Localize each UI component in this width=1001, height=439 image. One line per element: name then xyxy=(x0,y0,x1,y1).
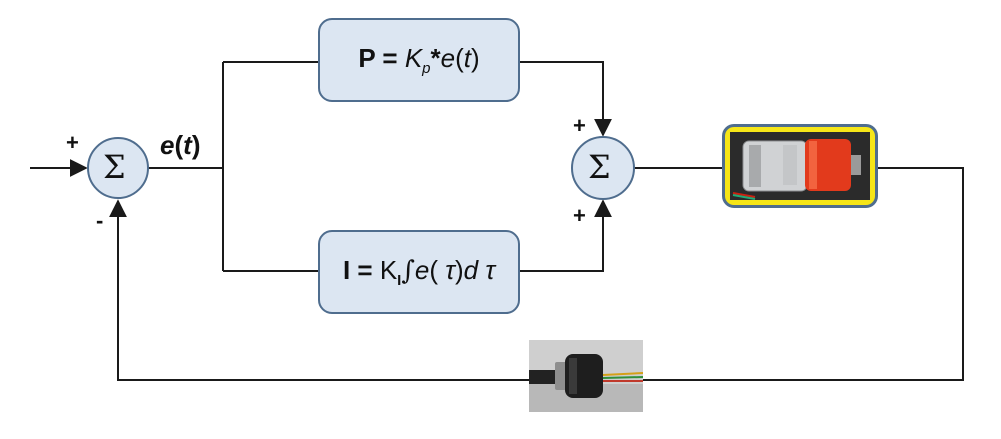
i-formula: I = KI∫e( τ)d τ xyxy=(342,254,496,290)
input-plus-sign: + xyxy=(66,130,79,155)
integral-block: I = KI∫e( τ)d τ xyxy=(318,230,520,314)
input-sum-symbol: Σ xyxy=(103,148,126,186)
output-sum-symbol: Σ xyxy=(588,148,611,186)
output-sum-junction xyxy=(571,136,635,200)
motor-plant-frame xyxy=(722,124,878,208)
dc-motor-image xyxy=(730,132,870,200)
feedback-wire xyxy=(109,199,529,381)
feedback-minus-sign: - xyxy=(96,208,104,233)
i-plus-sign: + xyxy=(573,203,586,228)
p-out-wire xyxy=(520,61,612,137)
input-sum-junction xyxy=(87,137,149,199)
error-label: e(t) xyxy=(160,130,201,160)
p-formula: P = Kp*e(t) xyxy=(358,42,480,78)
proportional-block: P = Kp*e(t) xyxy=(318,18,520,102)
output-wire xyxy=(643,167,964,381)
sensor-image xyxy=(529,340,644,412)
i-out-wire xyxy=(520,199,612,272)
rotary-sensor-icon xyxy=(529,340,644,412)
p-plus-sign: + xyxy=(573,113,586,138)
